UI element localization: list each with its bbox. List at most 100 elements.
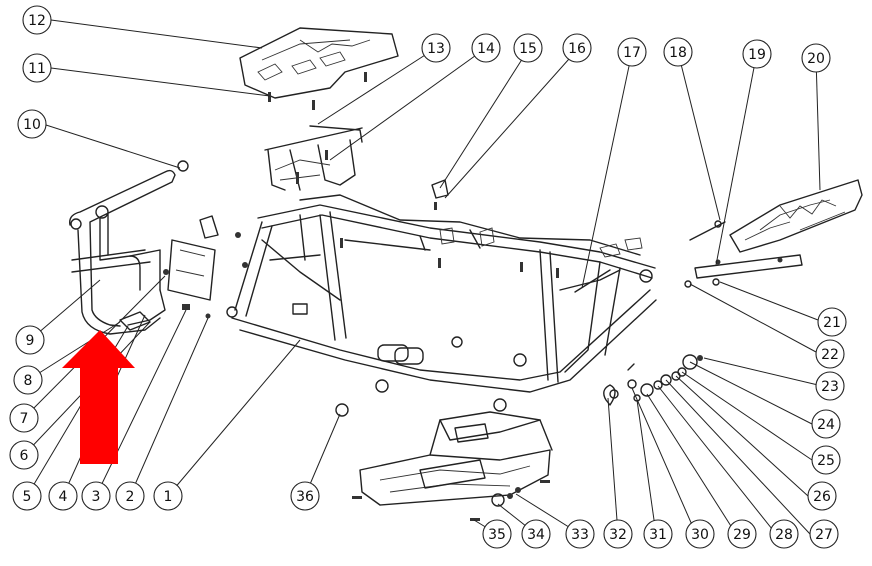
callout-26: 26: [807, 481, 837, 511]
callout-circle: [663, 37, 693, 67]
callout-circle: [727, 519, 757, 549]
callout-circle: [17, 109, 47, 139]
callout-label: 11: [28, 61, 46, 77]
callout-label: 9: [26, 333, 35, 349]
callout-24: 24: [811, 409, 841, 439]
callout-label: 30: [691, 527, 709, 543]
callout-circle: [115, 481, 145, 511]
callout-label: 35: [488, 527, 506, 543]
callout-circle: [811, 445, 841, 475]
callout-label: 25: [817, 453, 835, 469]
callout-circle: [482, 519, 512, 549]
callout-13: 13: [421, 33, 451, 63]
callout-circle: [12, 481, 42, 511]
callout-circle: [290, 481, 320, 511]
callout-16: 16: [562, 33, 592, 63]
callout-label: 4: [59, 489, 68, 505]
callout-circle: [81, 481, 111, 511]
callout-7: 7: [9, 403, 39, 433]
callout-label: 17: [623, 45, 641, 61]
part-17-18-rods: [574, 220, 726, 293]
callout-label: 33: [571, 527, 589, 543]
callout-circle: [9, 403, 39, 433]
callout-29: 29: [727, 519, 757, 549]
callout-circle: [817, 307, 847, 337]
callout-14: 14: [471, 33, 501, 63]
callout-label: 13: [427, 41, 445, 57]
callout-2: 2: [115, 481, 145, 511]
callout-9: 9: [15, 325, 45, 355]
callout-3: 3: [81, 481, 111, 511]
callout-label: 21: [823, 315, 841, 331]
part-15-16-bracket: [431, 179, 449, 210]
callout-circle: [742, 39, 772, 69]
callout-circle: [809, 519, 839, 549]
callout-22: 22: [815, 339, 845, 369]
callout-circle: [13, 365, 43, 395]
callout-6: 6: [9, 440, 39, 470]
callout-circle: [421, 33, 451, 63]
part-23-32-hardware: [603, 354, 703, 406]
callout-20: 20: [801, 43, 831, 73]
callout-18: 18: [663, 37, 693, 67]
callout-8: 8: [13, 365, 43, 395]
callout-circle: [22, 5, 52, 35]
callout-label: 20: [807, 51, 825, 67]
callout-label: 31: [649, 527, 667, 543]
part-33-35-lower-cradle: [335, 403, 553, 521]
callout-15: 15: [513, 33, 543, 63]
callout-label: 7: [20, 411, 29, 427]
callout-label: 3: [92, 489, 101, 505]
callout-label: 12: [28, 13, 46, 29]
callout-circle: [815, 339, 845, 369]
part-20-rear-rack: [684, 179, 863, 288]
callout-5: 5: [12, 481, 42, 511]
callout-circle: [603, 519, 633, 549]
callout-circle: [15, 325, 45, 355]
callout-label: 2: [126, 489, 135, 505]
callout-circle: [643, 519, 673, 549]
callout-label: 36: [296, 489, 314, 505]
callout-circle: [685, 519, 715, 549]
callout-35: 35: [482, 519, 512, 549]
callout-label: 18: [669, 45, 687, 61]
callout-21: 21: [817, 307, 847, 337]
callout-label: 16: [568, 41, 586, 57]
callout-31: 31: [643, 519, 673, 549]
part-6-7-bracket-plate: [119, 160, 248, 331]
callout-30: 30: [685, 519, 715, 549]
callout-circle: [153, 481, 183, 511]
callout-label: 5: [23, 489, 32, 505]
part-12-top-rack: [239, 27, 399, 110]
callout-circle: [22, 53, 52, 83]
callout-label: 23: [821, 379, 839, 395]
callout-label: 6: [20, 448, 29, 464]
callout-label: 26: [813, 489, 831, 505]
callout-11: 11: [22, 53, 52, 83]
callout-circle: [815, 371, 845, 401]
leader-lines: [23, 19, 821, 535]
part-13-14-rack-bracket: [264, 125, 363, 191]
callout-circle: [801, 43, 831, 73]
callout-17: 17: [617, 37, 647, 67]
callout-circle: [769, 519, 799, 549]
callout-circle: [9, 440, 39, 470]
callout-33: 33: [565, 519, 595, 549]
callout-label: 14: [477, 41, 495, 57]
callout-12: 12: [22, 5, 52, 35]
callout-circle: [513, 33, 543, 63]
callout-circle: [471, 33, 501, 63]
callout-label: 19: [748, 47, 766, 63]
callout-34: 34: [521, 519, 551, 549]
callout-label: 29: [733, 527, 751, 543]
callout-19: 19: [742, 39, 772, 69]
callout-label: 8: [24, 373, 33, 389]
callout-circle: [811, 409, 841, 439]
callout-4: 4: [48, 481, 78, 511]
callout-label: 34: [527, 527, 545, 543]
callout-27: 27: [809, 519, 839, 549]
callout-1: 1: [153, 481, 183, 511]
red-arrow-indicator: [62, 330, 135, 464]
callout-circle: [617, 37, 647, 67]
